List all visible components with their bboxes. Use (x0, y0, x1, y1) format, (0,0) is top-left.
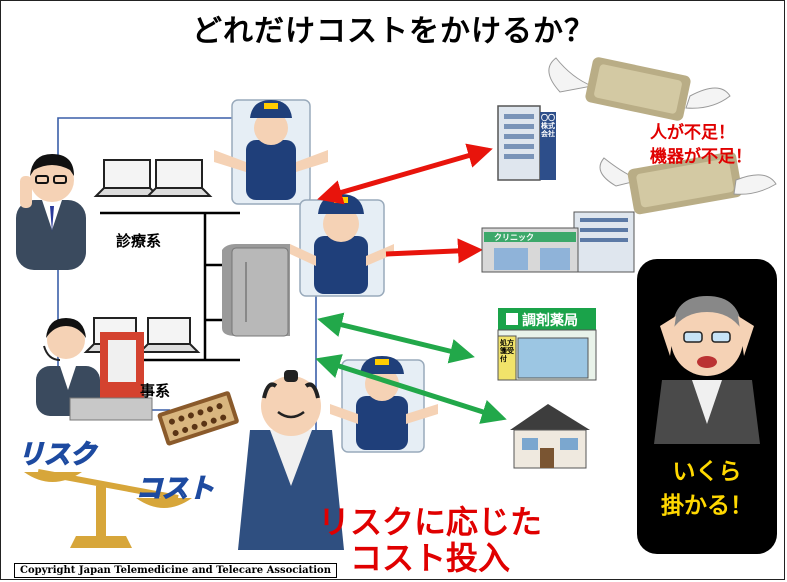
shortage-line-1: 人が不足！ (650, 123, 735, 143)
company-building-icon (497, 105, 556, 181)
worry-line-1: いくら (672, 459, 742, 485)
guard-icon (290, 194, 394, 297)
clinic-sign: クリニック (494, 233, 534, 242)
worried-man-icon (654, 296, 760, 444)
pharmacy-building-icon (497, 308, 597, 381)
copyright-notice: Copyright Japan Telemedicine and Telecar… (14, 563, 337, 578)
label-shinryo: 診療系 (116, 232, 162, 250)
page-title: どれだけコストをかけるか？ (192, 14, 595, 49)
merchant-icon (238, 370, 344, 550)
doctor-icon (16, 154, 86, 270)
guard-icon (214, 99, 328, 205)
label-risk: リスク (17, 439, 97, 471)
balance-scale-icon (24, 469, 192, 548)
green-arrows (315, 312, 507, 424)
company-sign: 〇〇株式会社 (541, 114, 555, 138)
shortage-line-2: 機器が不足！ (650, 147, 752, 167)
arrow-to-company (317, 143, 493, 205)
pharmacy-sign: 調剤薬局 (522, 313, 578, 329)
worry-line-2: 掛かる！ (661, 493, 753, 519)
red-arrows (317, 143, 493, 264)
admin-worker-icon (36, 318, 153, 421)
pharmacy-side-sign: 処方箋受付 (500, 339, 514, 363)
house-icon (510, 404, 590, 469)
laptop-icon (145, 159, 213, 197)
conclusion-line-1: リスクに応じた (317, 503, 542, 541)
server-icon (222, 244, 290, 337)
laptop-icon (93, 159, 161, 197)
arrow-to-clinic (385, 238, 483, 264)
laptop-icon (137, 317, 201, 353)
abacus-icon (157, 391, 239, 446)
arrow-to-home (315, 354, 507, 424)
flying-money-icon (599, 151, 777, 215)
clinic-building-icon (481, 211, 635, 273)
flying-money-icon (548, 57, 731, 121)
conclusion-line-2: コスト投入 (349, 539, 510, 577)
arrow-to-pharmacy (317, 312, 475, 364)
label-cost: コスト (135, 473, 215, 505)
label-jimu: 事系 (140, 382, 171, 400)
